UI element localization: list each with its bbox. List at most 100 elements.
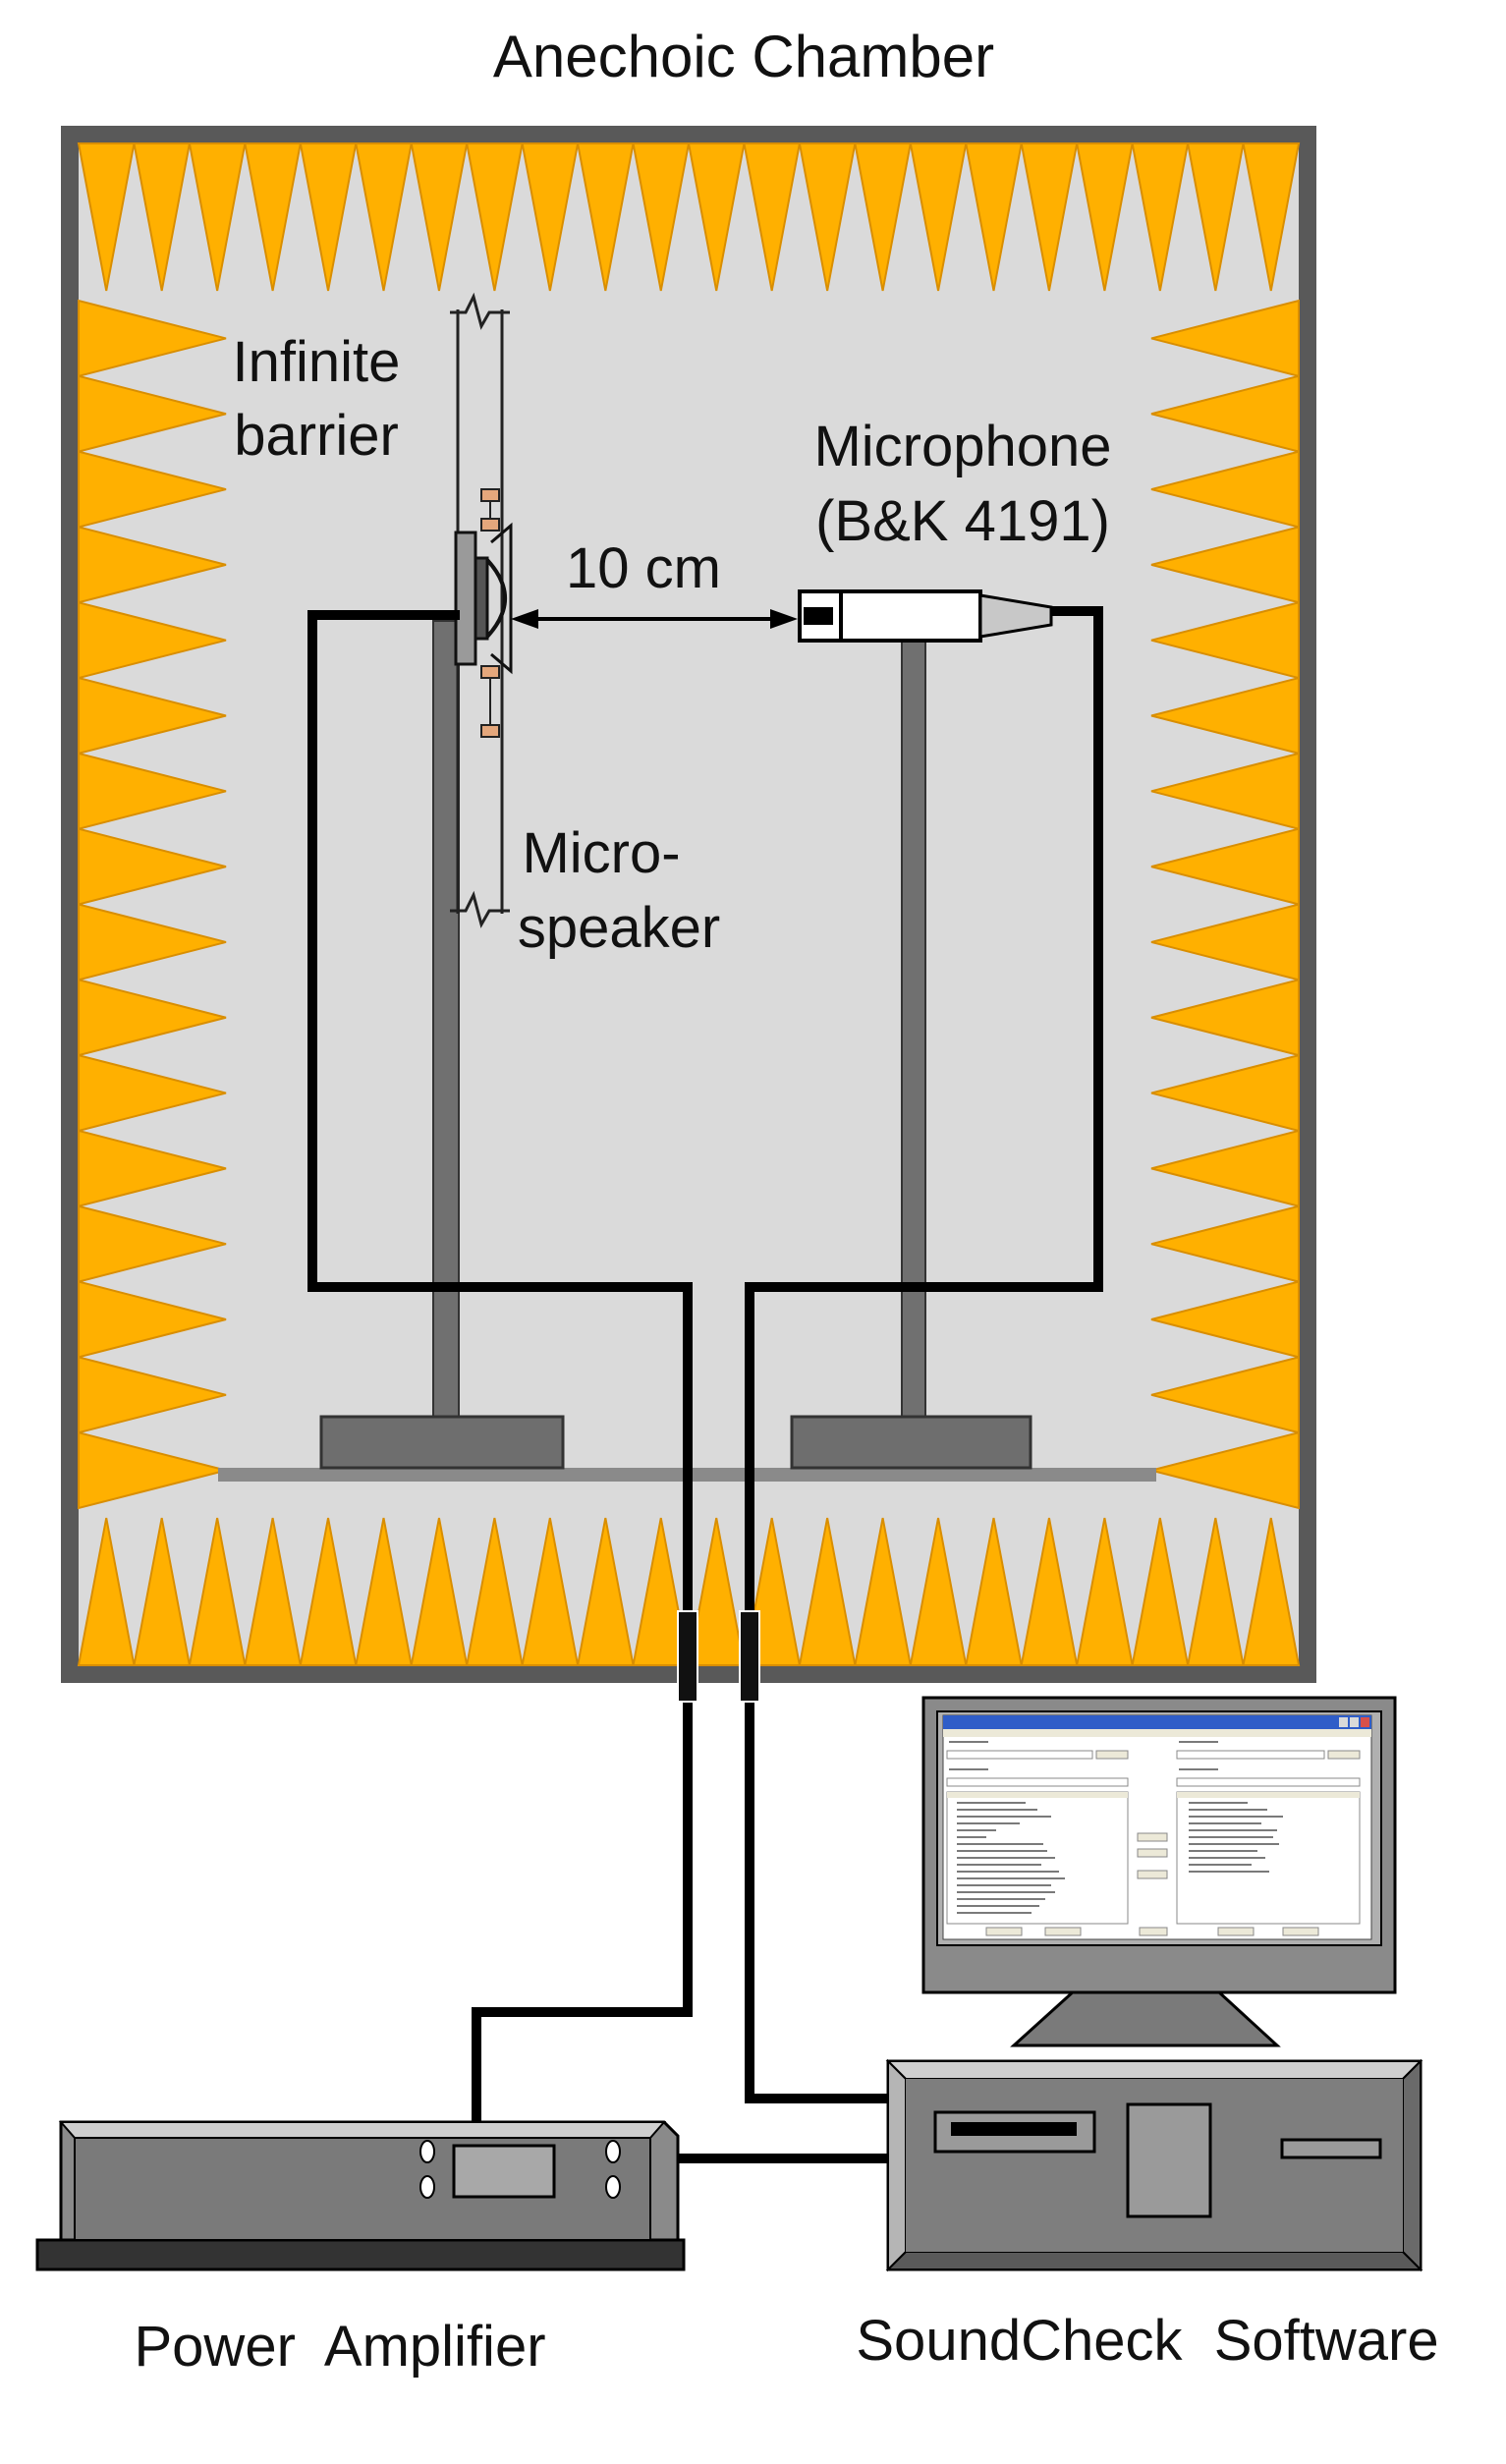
wedge-top <box>798 142 857 292</box>
wedge-left <box>78 374 227 453</box>
wedge-right <box>1150 752 1300 830</box>
window-text-line <box>1189 1829 1277 1831</box>
wedge-left <box>78 600 227 680</box>
window-text-line <box>1189 1864 1252 1866</box>
soundcheck-window <box>942 1714 1372 1940</box>
wedge-top <box>244 142 303 292</box>
wedge-left <box>78 450 227 529</box>
wedge-right <box>1150 374 1300 453</box>
wedge-bottom <box>244 1517 303 1666</box>
wedge-top <box>465 142 524 292</box>
wedge-right <box>1150 450 1300 529</box>
wedge-top <box>1075 142 1134 292</box>
window-text-line <box>957 1816 1051 1818</box>
computer-tower <box>885 2058 1423 2272</box>
wedge-top <box>854 142 913 292</box>
distance-arrow <box>511 609 798 629</box>
software-label: SoundCheck Software <box>856 2309 1438 2373</box>
wedge-top <box>1020 142 1079 292</box>
wedge-bottom <box>1131 1517 1190 1666</box>
wedge-right <box>1150 827 1300 906</box>
wedge-right <box>1150 903 1300 981</box>
feedthrough-2 <box>739 1610 760 1703</box>
microphone-cable <box>745 606 1103 2103</box>
feedthrough-1 <box>677 1610 698 1703</box>
wedge-right <box>1150 1280 1300 1359</box>
wedge-top <box>521 142 580 292</box>
wedge-bottom <box>77 1517 136 1666</box>
wedge-top <box>965 142 1023 292</box>
wedge-top <box>77 142 136 292</box>
wedge-right <box>1150 1204 1300 1283</box>
wedge-left <box>78 827 227 906</box>
window-text-line <box>957 1843 1043 1845</box>
wedge-left <box>78 1356 227 1434</box>
window-text-line <box>1189 1871 1269 1873</box>
wedge-top <box>133 142 192 292</box>
window-text-line <box>957 1898 1045 1900</box>
barrier-label-line1: Infinite <box>233 330 401 394</box>
wedge-bottom <box>465 1517 524 1666</box>
microphone-label-line1: Microphone <box>813 415 1111 478</box>
wedge-right <box>1150 1430 1300 1510</box>
window-text-line <box>957 1857 1055 1859</box>
amplifier-label: Power Amplifier <box>134 2315 545 2379</box>
wedge-bottom <box>299 1517 358 1666</box>
power-amplifier <box>35 2120 686 2271</box>
wedge-top <box>743 142 802 292</box>
distance-label: 10 cm <box>566 536 721 600</box>
micro-speaker-label-line1: Micro- <box>522 821 680 885</box>
window-text-line <box>957 1884 1051 1886</box>
wedge-bottom <box>188 1517 247 1666</box>
wedge-top <box>299 142 358 292</box>
wedge-bottom <box>798 1517 857 1666</box>
wedge-bottom <box>687 1517 746 1666</box>
wedge-top <box>1242 142 1301 292</box>
wedge-left <box>78 299 227 378</box>
wedge-right <box>1150 979 1300 1057</box>
speaker-cable <box>307 610 693 2122</box>
chamber-title: Anechoic Chamber <box>493 24 994 89</box>
wedge-top <box>188 142 247 292</box>
window-text-line <box>1179 1768 1218 1770</box>
wedge-right <box>1150 299 1300 378</box>
window-text-line <box>1189 1809 1267 1811</box>
wedge-left <box>78 1430 227 1510</box>
wedge-left <box>78 676 227 756</box>
cables <box>307 606 1103 2163</box>
wedge-top <box>576 142 635 292</box>
wedge-bottom <box>410 1517 469 1666</box>
window-text-line <box>1189 1816 1283 1818</box>
window-text-line <box>1189 1802 1248 1804</box>
wedge-bottom <box>576 1517 635 1666</box>
microphone-label-line2: (B&K 4191) <box>815 489 1110 553</box>
window-text-line <box>949 1741 988 1743</box>
wedge-top <box>1186 142 1245 292</box>
wedge-left <box>78 1280 227 1359</box>
wedge-bottom <box>1075 1517 1134 1666</box>
wedge-bottom <box>965 1517 1023 1666</box>
window-text-line <box>1189 1822 1261 1824</box>
wedge-bottom <box>632 1517 691 1666</box>
wedge-top <box>909 142 968 292</box>
barrier-label-line2: barrier <box>234 404 399 468</box>
wedge-bottom <box>1186 1517 1245 1666</box>
micro-speaker <box>454 488 513 738</box>
wedge-bottom <box>355 1517 413 1666</box>
window-text-line <box>1189 1850 1257 1852</box>
window-text-line <box>957 1864 1041 1866</box>
wedge-right <box>1150 1053 1300 1133</box>
wedge-bottom <box>1020 1517 1079 1666</box>
wedge-right <box>1150 526 1300 604</box>
window-text-line <box>1189 1843 1279 1845</box>
wedge-bottom <box>521 1517 580 1666</box>
window-text-line <box>1189 1857 1265 1859</box>
wedge-top <box>355 142 413 292</box>
window-text-line <box>957 1809 1037 1811</box>
micro-speaker-label-line2: speaker <box>518 896 720 960</box>
wedge-top <box>410 142 469 292</box>
window-text-line <box>957 1912 1032 1914</box>
wedge-left <box>78 526 227 604</box>
microphone <box>798 589 1053 643</box>
